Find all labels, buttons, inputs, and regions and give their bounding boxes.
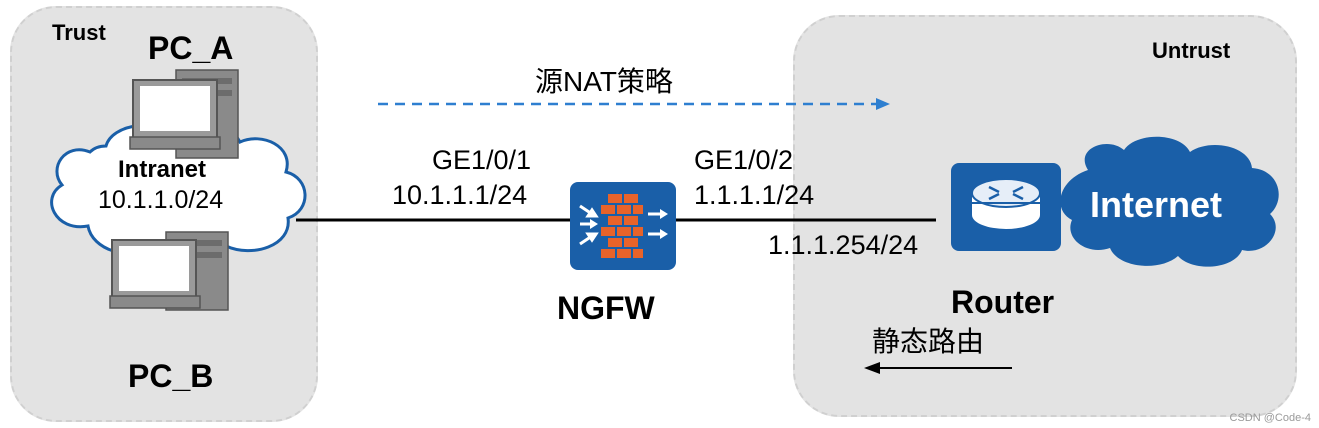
interface-right-ip: 1.1.1.1/24 — [694, 180, 815, 210]
source-nat-arrow — [378, 98, 890, 110]
watermark: CSDN @Code-4 — [1229, 412, 1311, 424]
untrust-zone-label: Untrust — [1152, 38, 1231, 63]
trust-zone-label: Trust — [52, 20, 106, 45]
pc-a-icon — [129, 69, 239, 159]
source-nat-policy-label: 源NAT策略 — [535, 66, 673, 97]
router-device — [951, 163, 1061, 251]
interface-left-name: GE1/0/1 — [432, 145, 532, 175]
router-label: Router — [951, 284, 1055, 320]
router-interface-ip: 1.1.1.254/24 — [768, 230, 919, 260]
interface-left-ip: 10.1.1.1/24 — [392, 180, 528, 210]
intranet-label: Intranet — [118, 156, 207, 183]
ngfw-label: NGFW — [557, 290, 655, 326]
pc-a-label: PC_A — [148, 30, 234, 66]
interface-right-name: GE1/0/2 — [694, 145, 794, 175]
ngfw-device — [570, 182, 676, 270]
static-route-arrow — [864, 362, 1012, 374]
internet-cloud-icon — [1060, 136, 1279, 267]
pc-b-icon — [109, 231, 229, 311]
router-icon — [971, 178, 1041, 229]
firewall-icon — [579, 194, 668, 258]
static-route-label: 静态路由 — [872, 326, 985, 357]
pc-b-label: PC_B — [128, 358, 214, 394]
internet-label: Internet — [1090, 184, 1223, 225]
intranet-subnet: 10.1.1.0/24 — [98, 186, 224, 214]
